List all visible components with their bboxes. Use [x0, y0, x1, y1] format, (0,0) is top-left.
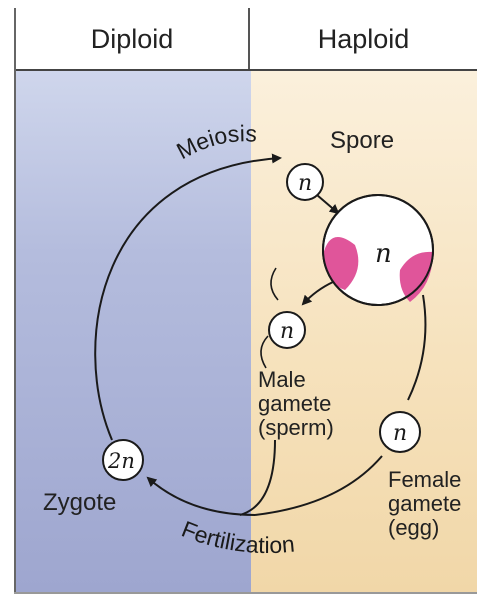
- spore-cell-n-label: n: [375, 239, 392, 269]
- male-gamete-line-1: Male: [258, 368, 334, 392]
- male-gamete-line-3: (sperm): [258, 416, 334, 440]
- spore-label: Spore: [330, 128, 394, 154]
- male-gamete-n-label: n: [280, 319, 294, 344]
- male-gamete-line-2: gamete: [258, 392, 334, 416]
- male-gamete-label: Male gamete (sperm): [258, 368, 334, 441]
- fertilization-label: Fertilization: [178, 516, 295, 559]
- female-gamete-line-1: Female: [388, 468, 461, 492]
- female-gamete-line-3: (egg): [388, 516, 461, 540]
- male-gamete-arrow: [303, 282, 333, 304]
- fertilization-arrow: [148, 478, 255, 515]
- spore-arrow: [317, 195, 338, 213]
- female-gamete-line: [408, 295, 425, 400]
- sperm-path-line: [240, 440, 275, 515]
- zygote-2n-label: 2n: [107, 449, 135, 473]
- meiosis-label: Meiosis: [172, 120, 257, 164]
- cycle-arc-left: [95, 158, 280, 440]
- female-gamete-n-label: n: [393, 421, 407, 446]
- female-gamete-line-2: gamete: [388, 492, 461, 516]
- sperm-flagellum-1: [271, 268, 278, 300]
- spore-n-label: n: [298, 171, 312, 196]
- zygote-label: Zygote: [43, 490, 116, 516]
- female-gamete-label: Female gamete (egg): [388, 468, 461, 541]
- sperm-flagellum-2: [261, 336, 268, 368]
